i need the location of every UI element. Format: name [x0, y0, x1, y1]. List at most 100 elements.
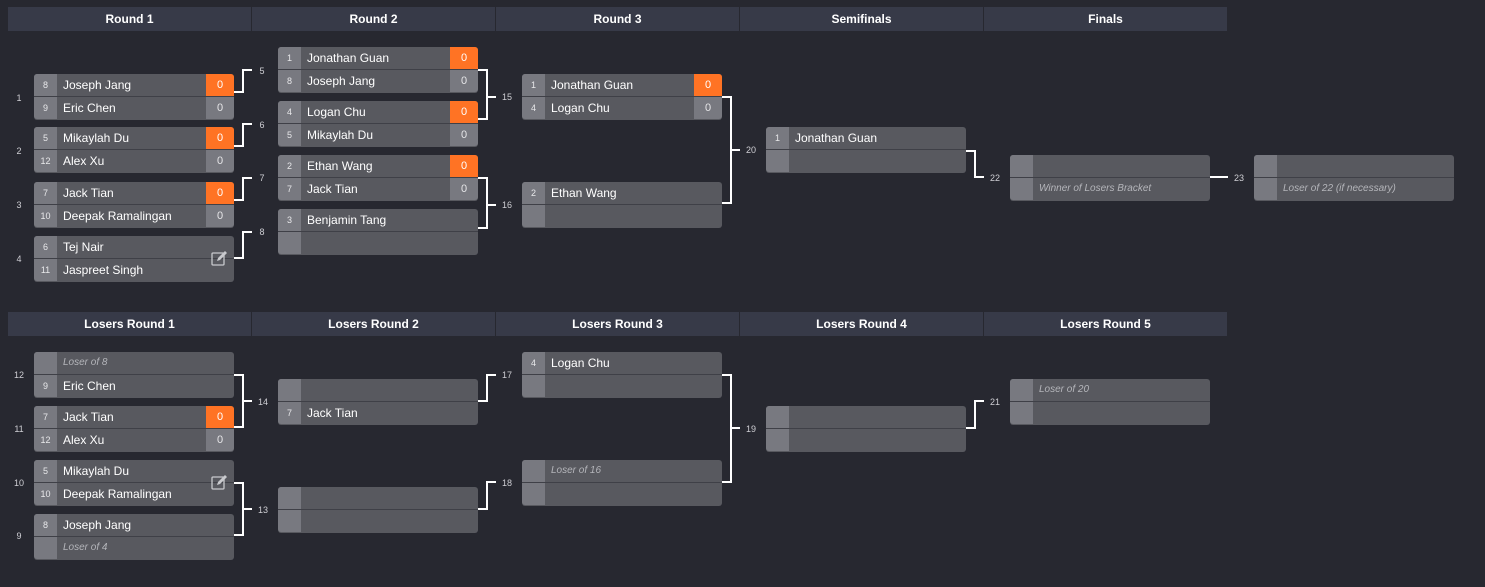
- seed-number: 12: [34, 150, 57, 172]
- match-slot[interactable]: 12 Alex Xu 0: [34, 150, 234, 172]
- slot-divider: [1010, 401, 1210, 402]
- match-23[interactable]: Loser of 22 (if necessary): [1254, 155, 1454, 201]
- match-slot[interactable]: 7 Jack Tian 0: [34, 182, 234, 204]
- match-slot[interactable]: 9 Eric Chen: [34, 375, 234, 397]
- match-14[interactable]: 7 Jack Tian: [278, 379, 478, 425]
- match-slot[interactable]: [1010, 402, 1210, 424]
- match-slot[interactable]: 10 Deepak Ramalingan 0: [34, 205, 234, 227]
- seed-number: 1: [522, 74, 545, 96]
- match-slot[interactable]: 4 Logan Chu 0: [522, 97, 722, 119]
- match-slot[interactable]: [522, 375, 722, 397]
- match-number: 20: [745, 145, 756, 155]
- match-slot[interactable]: Loser of 16: [522, 460, 722, 482]
- match-8[interactable]: 3 Benjamin Tang: [278, 209, 478, 255]
- match-slot[interactable]: [278, 232, 478, 254]
- match-slot[interactable]: [766, 150, 966, 172]
- match-slot[interactable]: 3 Benjamin Tang: [278, 209, 478, 231]
- match-6[interactable]: 4 Logan Chu 0 5 Mikaylah Du 0: [278, 101, 478, 147]
- match-slot[interactable]: 1 Jonathan Guan: [766, 127, 966, 149]
- match-19[interactable]: [766, 406, 966, 452]
- match-slot[interactable]: Loser of 8: [34, 352, 234, 374]
- match-22[interactable]: Winner of Losers Bracket: [1010, 155, 1210, 201]
- match-16[interactable]: 2 Ethan Wang: [522, 182, 722, 228]
- seed-number: 1: [766, 127, 789, 149]
- match-slot[interactable]: 8 Joseph Jang: [34, 514, 234, 536]
- match-9[interactable]: 8 Joseph Jang Loser of 4: [34, 514, 234, 560]
- match-slot[interactable]: 5 Mikaylah Du: [34, 460, 234, 482]
- header-round-3: Round 3: [496, 7, 739, 31]
- match-slot[interactable]: Loser of 22 (if necessary): [1254, 178, 1454, 200]
- match-slot[interactable]: [522, 483, 722, 505]
- match-number: 2: [16, 146, 22, 156]
- match-11[interactable]: 7 Jack Tian 0 12 Alex Xu 0: [34, 406, 234, 452]
- match-slot[interactable]: [278, 510, 478, 532]
- match-slot[interactable]: 12 Alex Xu 0: [34, 429, 234, 451]
- match-slot[interactable]: 1 Jonathan Guan 0: [278, 47, 478, 69]
- match-13[interactable]: [278, 487, 478, 533]
- seed-number: 8: [34, 74, 57, 96]
- match-number: 16: [501, 200, 512, 210]
- match-10[interactable]: 5 Mikaylah Du 10 Deepak Ramalingan: [34, 460, 234, 506]
- match-5[interactable]: 1 Jonathan Guan 0 8 Joseph Jang 0: [278, 47, 478, 93]
- match-slot[interactable]: [766, 406, 966, 428]
- match-slot[interactable]: 6 Tej Nair: [34, 236, 234, 258]
- match-slot[interactable]: 11 Jaspreet Singh: [34, 259, 234, 281]
- seed-number: 9: [34, 375, 57, 397]
- match-18[interactable]: Loser of 16: [522, 460, 722, 506]
- match-slot[interactable]: 7 Jack Tian: [278, 402, 478, 424]
- seed-number: 7: [278, 402, 301, 424]
- match-2[interactable]: 5 Mikaylah Du 0 12 Alex Xu 0: [34, 127, 234, 173]
- match-slot[interactable]: 7 Jack Tian 0: [34, 406, 234, 428]
- match-slot[interactable]: 7 Jack Tian 0: [278, 178, 478, 200]
- player-name: Eric Chen: [63, 101, 116, 115]
- score-box: 0: [450, 178, 478, 200]
- match-15[interactable]: 1 Jonathan Guan 0 4 Logan Chu 0: [522, 74, 722, 120]
- match-slot[interactable]: 8 Joseph Jang 0: [278, 70, 478, 92]
- header-losers-round-4: Losers Round 4: [740, 312, 983, 336]
- match-4[interactable]: 6 Tej Nair 11 Jaspreet Singh: [34, 236, 234, 282]
- match-slot[interactable]: 9 Eric Chen 0: [34, 97, 234, 119]
- match-slot[interactable]: 2 Ethan Wang 0: [278, 155, 478, 177]
- seed-number: 5: [34, 460, 57, 482]
- match-slot[interactable]: Winner of Losers Bracket: [1010, 178, 1210, 200]
- match-1[interactable]: 8 Joseph Jang 0 9 Eric Chen 0: [34, 74, 234, 120]
- match-slot[interactable]: Loser of 20: [1010, 379, 1210, 401]
- seed-number: 10: [34, 483, 57, 505]
- match-slot[interactable]: [1254, 155, 1454, 177]
- score-box: 0: [694, 97, 722, 119]
- player-name: Tej Nair: [63, 240, 104, 254]
- match-slot[interactable]: 10 Deepak Ramalingan: [34, 483, 234, 505]
- match-slot[interactable]: 4 Logan Chu 0: [278, 101, 478, 123]
- seed-number: [766, 150, 789, 172]
- placeholder-name: Winner of Losers Bracket: [1039, 183, 1152, 194]
- player-name: Joseph Jang: [307, 74, 376, 88]
- match-slot[interactable]: [1010, 155, 1210, 177]
- match-17[interactable]: 4 Logan Chu: [522, 352, 722, 398]
- seed-number: [522, 205, 545, 227]
- score-box: 0: [206, 74, 234, 96]
- slot-divider: [1254, 177, 1454, 178]
- score-box: 0: [450, 101, 478, 123]
- match-slot[interactable]: [278, 487, 478, 509]
- edit-icon[interactable]: [211, 250, 229, 266]
- match-3[interactable]: 7 Jack Tian 0 10 Deepak Ramalingan 0: [34, 182, 234, 228]
- match-slot[interactable]: [766, 429, 966, 451]
- edit-icon[interactable]: [211, 474, 229, 490]
- player-name: Logan Chu: [551, 356, 610, 370]
- match-slot[interactable]: Loser of 4: [34, 537, 234, 559]
- match-slot[interactable]: 4 Logan Chu: [522, 352, 722, 374]
- match-slot[interactable]: [278, 379, 478, 401]
- match-slot[interactable]: 5 Mikaylah Du 0: [278, 124, 478, 146]
- match-7[interactable]: 2 Ethan Wang 0 7 Jack Tian 0: [278, 155, 478, 201]
- match-slot[interactable]: [522, 205, 722, 227]
- match-slot[interactable]: 2 Ethan Wang: [522, 182, 722, 204]
- match-20[interactable]: 1 Jonathan Guan: [766, 127, 966, 173]
- seed-number: 2: [278, 155, 301, 177]
- match-slot[interactable]: 5 Mikaylah Du 0: [34, 127, 234, 149]
- match-slot[interactable]: 8 Joseph Jang 0: [34, 74, 234, 96]
- match-21[interactable]: Loser of 20: [1010, 379, 1210, 425]
- match-12[interactable]: Loser of 8 9 Eric Chen: [34, 352, 234, 398]
- score-box: 0: [206, 182, 234, 204]
- match-slot[interactable]: 1 Jonathan Guan 0: [522, 74, 722, 96]
- match-number: 15: [501, 92, 512, 102]
